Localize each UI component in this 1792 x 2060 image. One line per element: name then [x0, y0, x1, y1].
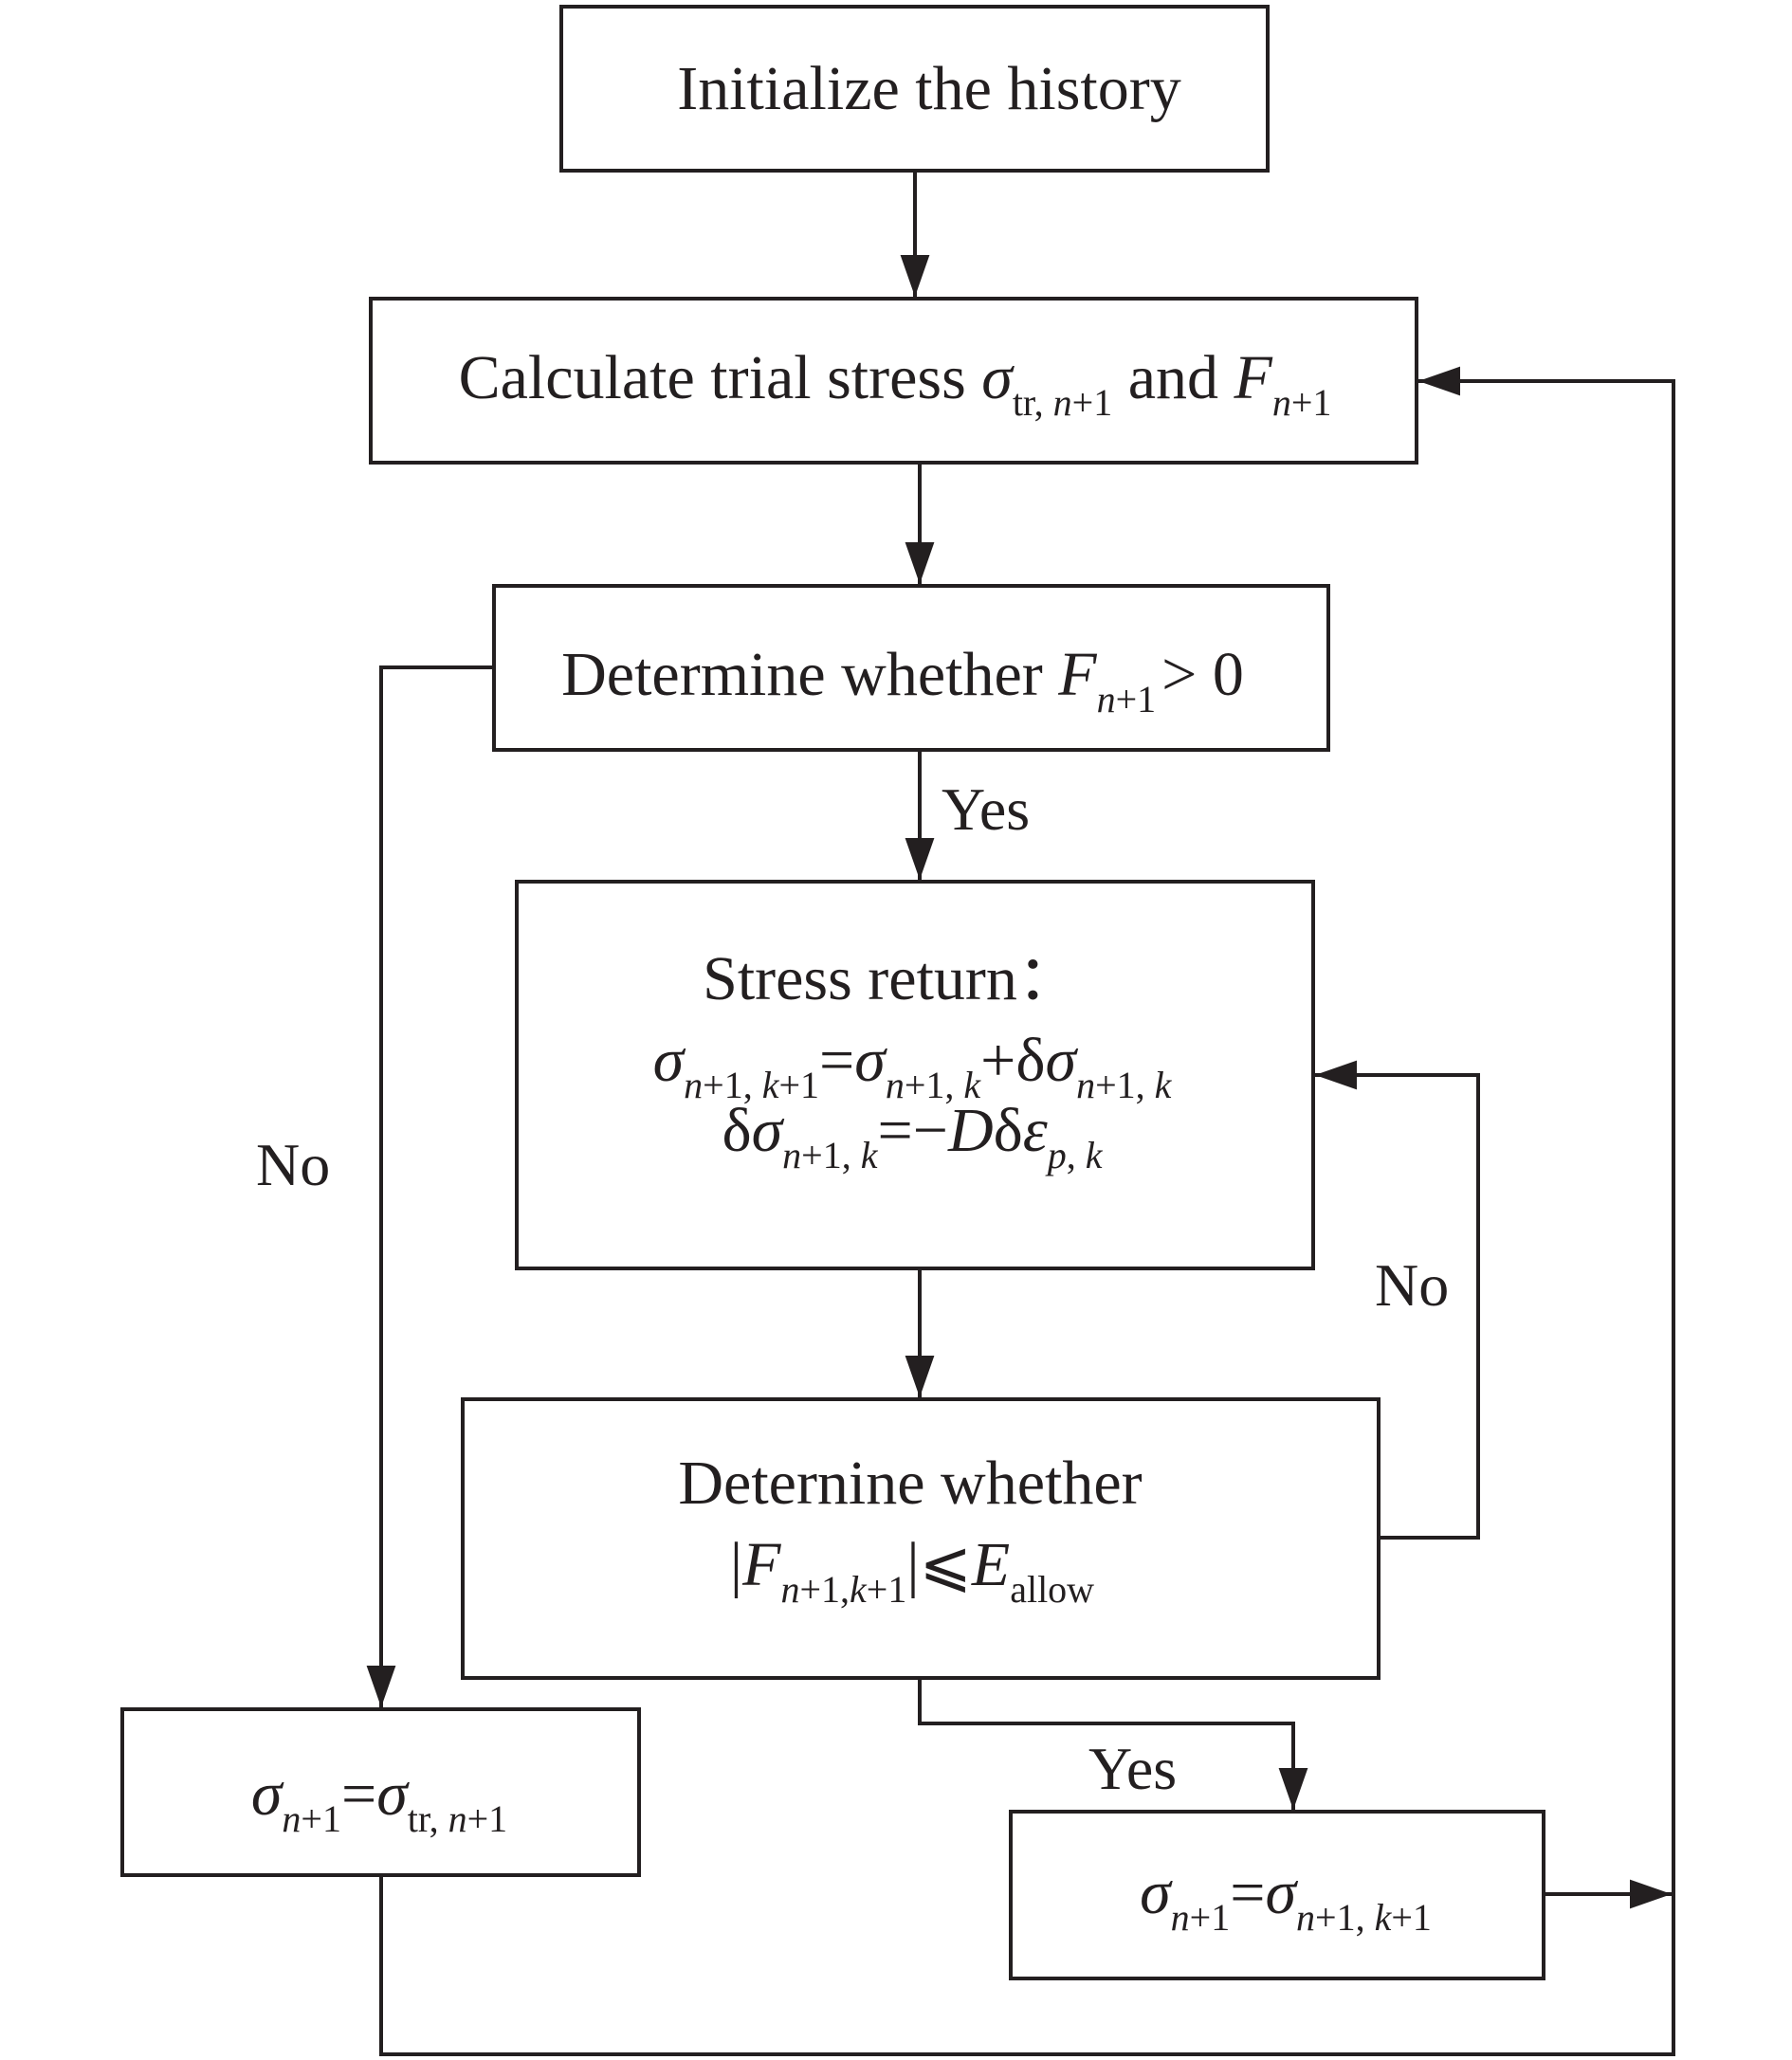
- plastic-result-text: σn+1=σn+1, k+1: [1140, 1858, 1432, 1939]
- eq1-sub1-b: +1: [778, 1064, 819, 1106]
- el-sub2-n: n: [448, 1797, 467, 1840]
- arrow-tolerance-yes: [918, 1678, 1308, 1810]
- init-text: Initialize the history: [677, 54, 1181, 123]
- eq2-equals: =−: [877, 1096, 947, 1165]
- stress-return-eq2: δσn+1, k=−Dδεp, k: [722, 1096, 1103, 1176]
- pl-sigma: σ: [1140, 1858, 1173, 1927]
- eq1-plus-delta: +δ: [980, 1026, 1045, 1095]
- el-equals: =: [341, 1759, 376, 1829]
- pl-sigma2: σ: [1265, 1858, 1298, 1927]
- trial-f: F: [1234, 343, 1273, 412]
- trial-middle: and: [1112, 343, 1234, 412]
- eq2-d: D: [947, 1096, 994, 1165]
- eq2-eps-sub-a: ,: [1067, 1134, 1086, 1176]
- check-f: F: [1057, 640, 1097, 709]
- eq1-equals: =: [819, 1026, 854, 1095]
- pl-sub-n: n: [1171, 1896, 1190, 1939]
- el-sub2-tr: tr,: [408, 1797, 448, 1840]
- pl-sub2-a: +1,: [1315, 1896, 1375, 1939]
- check-yield-box: [492, 584, 1330, 752]
- pl-equals: =: [1230, 1858, 1265, 1927]
- check-f-sub-end: +1: [1116, 678, 1157, 720]
- tol-sub-a: +1,: [799, 1568, 850, 1611]
- eq1-sub2-n: n: [886, 1064, 905, 1106]
- eq2-eps-sub-p: p: [1045, 1134, 1067, 1176]
- trial-prefix: Calculate trial stress: [459, 343, 982, 412]
- pl-sub-a: +1: [1190, 1896, 1231, 1939]
- el-sigma2: σ: [376, 1759, 410, 1829]
- eq1-sub3-k: k: [1155, 1064, 1173, 1106]
- eq1-sigma3: σ: [1046, 1026, 1079, 1095]
- pl-sub2-b: +1: [1391, 1896, 1432, 1939]
- label-yes-yield: Yes: [942, 775, 1030, 843]
- el-sub-a: +1: [301, 1797, 341, 1840]
- eq2-sub-a: +1,: [801, 1134, 861, 1176]
- tol-sub-b: +1: [867, 1568, 907, 1611]
- el-sigma: σ: [251, 1759, 284, 1829]
- trial-sigma-sub: tr,: [1013, 381, 1053, 424]
- label-no-yield: No: [256, 1131, 330, 1198]
- check-f-sub-n: n: [1097, 678, 1116, 720]
- tol-f: F: [741, 1530, 781, 1599]
- eq1-sub1-k: k: [762, 1064, 780, 1106]
- check-op: > 0: [1161, 640, 1244, 709]
- trial-sigma: σ: [981, 343, 1015, 412]
- tol-bar-right: |: [906, 1530, 919, 1599]
- eq2-epsilon: ε: [1023, 1096, 1048, 1165]
- eq1-sub3-a: +1,: [1095, 1064, 1155, 1106]
- trial-stress-box: [369, 297, 1418, 465]
- tol-bar-left: |: [730, 1530, 742, 1599]
- trial-sigma-sub-n: n: [1053, 381, 1072, 424]
- arrow-check-no: [366, 665, 494, 1707]
- eq2-sigma: σ: [752, 1096, 785, 1165]
- label-yes-tolerance: Yes: [1088, 1735, 1177, 1802]
- eq1-sub3-n: n: [1076, 1064, 1095, 1106]
- eq1-sigma2: σ: [854, 1026, 887, 1095]
- stress-return-title: Stress return：: [703, 944, 1080, 1013]
- label-no-tolerance: No: [1375, 1251, 1449, 1319]
- stress-return-box: [515, 880, 1315, 1270]
- elastic-result-text: σn+1=σtr, n+1: [251, 1759, 507, 1840]
- init-box: [559, 5, 1270, 173]
- eq1-sub2-k: k: [963, 1064, 981, 1106]
- arrow-tolerance-no-loop: [1315, 1060, 1480, 1540]
- eq2-delta: δ: [722, 1096, 751, 1165]
- tol-sub-n: n: [780, 1568, 799, 1611]
- pl-sub2-k: k: [1375, 1896, 1393, 1939]
- eq2-sub-n: n: [782, 1134, 801, 1176]
- trial-f-sub-n: n: [1272, 381, 1291, 424]
- check-yield-text: Determine whether Fn+1> 0: [561, 640, 1244, 720]
- el-sub-n: n: [282, 1797, 301, 1840]
- eq1-sub2-a: +1,: [905, 1064, 964, 1106]
- trial-f-sub-end: +1: [1291, 381, 1332, 424]
- eq1-sub1-a: +1,: [703, 1064, 762, 1106]
- eq1-sub1-n: n: [684, 1064, 703, 1106]
- plastic-result-box: [1009, 1810, 1545, 1980]
- tol-sub-k: k: [850, 1568, 868, 1611]
- trial-stress-text: Calculate trial stress σtr, n+1 and Fn+1: [459, 343, 1332, 424]
- tol-e: E: [971, 1530, 1010, 1599]
- check-tolerance-line1: Deternine whether: [678, 1449, 1142, 1518]
- eq2-eps-sub-k: k: [1086, 1134, 1104, 1176]
- elastic-result-box: [120, 1707, 641, 1877]
- loop-return-line: [379, 366, 1675, 2056]
- check-prefix: Determine whether: [561, 640, 1058, 709]
- tol-leq: ⩽: [920, 1530, 972, 1599]
- eq2-delta2: δ: [994, 1096, 1023, 1165]
- trial-sigma-sub-end: +1: [1072, 381, 1113, 424]
- check-tolerance-line2: |Fn+1,k+1|⩽Eallow: [730, 1530, 1094, 1611]
- pl-sub2-n: n: [1296, 1896, 1315, 1939]
- check-tolerance-box: [461, 1397, 1381, 1680]
- el-sub2-a: +1: [467, 1797, 508, 1840]
- eq2-sub-k: k: [861, 1134, 879, 1176]
- eq1-sigma: σ: [653, 1026, 686, 1095]
- tol-e-sub: allow: [1010, 1568, 1094, 1611]
- stress-return-eq1: σn+1, k+1=σn+1, k+δσn+1, k: [653, 1026, 1173, 1106]
